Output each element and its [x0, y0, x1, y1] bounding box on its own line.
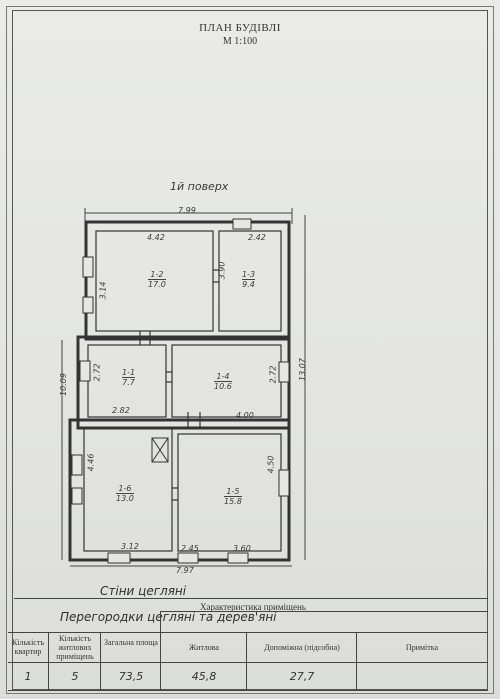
middle-block-outline — [76, 335, 291, 430]
room-1-5: 1-5 15.8 — [224, 487, 242, 506]
header-auxiliary-area: Допоміжна (підсобна) — [264, 643, 340, 652]
dim-r11-width: 2.82 — [112, 406, 130, 415]
dim-top-total: 7.99 — [178, 206, 196, 215]
dim-r14-width: 4.00 — [236, 411, 254, 420]
header-total-area: Загальна площа — [104, 638, 158, 647]
dim-r11-height: 2.72 — [92, 363, 102, 382]
room-1-2: 1-2 17.0 — [148, 270, 166, 289]
dim-right-total: 13.07 — [297, 358, 307, 381]
cell-total-area: 73,5 — [118, 670, 144, 683]
partitions-note: Перегородки цегляні та дерев'яні — [60, 610, 277, 624]
cell-apartments: 1 — [24, 670, 32, 683]
dim-r12-height: 3.14 — [98, 281, 108, 300]
cell-auxiliary-area: 27,7 — [289, 670, 315, 683]
room-1-1: 1-1 7.7 — [122, 368, 136, 387]
inner-frame — [12, 10, 488, 690]
floor-label: 1й поверх — [170, 180, 229, 193]
header-apartments: Кількість квартир — [11, 638, 44, 656]
header-note: Примітка — [405, 643, 439, 652]
dim-left-total: 10.09 — [58, 373, 68, 396]
walls — [68, 220, 291, 562]
lower-block-outline — [68, 418, 291, 562]
scale-label: М 1:100 — [222, 36, 258, 47]
room-1-6: 1-6 13.0 — [116, 484, 134, 503]
cell-rooms: 5 — [71, 670, 79, 683]
room-1-4: 1-4 10.6 — [214, 372, 232, 391]
dim-r16-width: 3.12 — [121, 542, 139, 551]
document-title: ПЛАН БУДІВЛІ — [199, 22, 281, 34]
outer-frame — [6, 6, 494, 694]
upper-block-outline — [84, 220, 291, 341]
stove — [151, 437, 169, 463]
dim-r16-height: 4.46 — [86, 453, 96, 472]
walls-note: Стіни цегляні — [100, 584, 187, 598]
dim-r15-bottom-b: 3.60 — [233, 544, 251, 553]
table-title: Характеристика приміщень — [200, 602, 306, 612]
dim-r15-height: 4.50 — [266, 455, 276, 474]
header-living-area: Житлова — [189, 643, 219, 652]
dim-r14-height: 2.72 — [268, 365, 278, 384]
dim-r13-width: 2.42 — [248, 233, 266, 242]
cell-living-area: 45,8 — [191, 670, 217, 683]
dim-r15-bottom-a: 2.45 — [181, 544, 199, 553]
dim-r13-height: 3.90 — [217, 261, 227, 280]
room-1-3: 1-3 9.4 — [242, 270, 256, 289]
dim-bottom-total: 7.97 — [176, 566, 194, 575]
header-living-rooms: Кількість житлових приміщень — [56, 634, 94, 661]
dim-r12-width: 4.42 — [147, 233, 165, 242]
